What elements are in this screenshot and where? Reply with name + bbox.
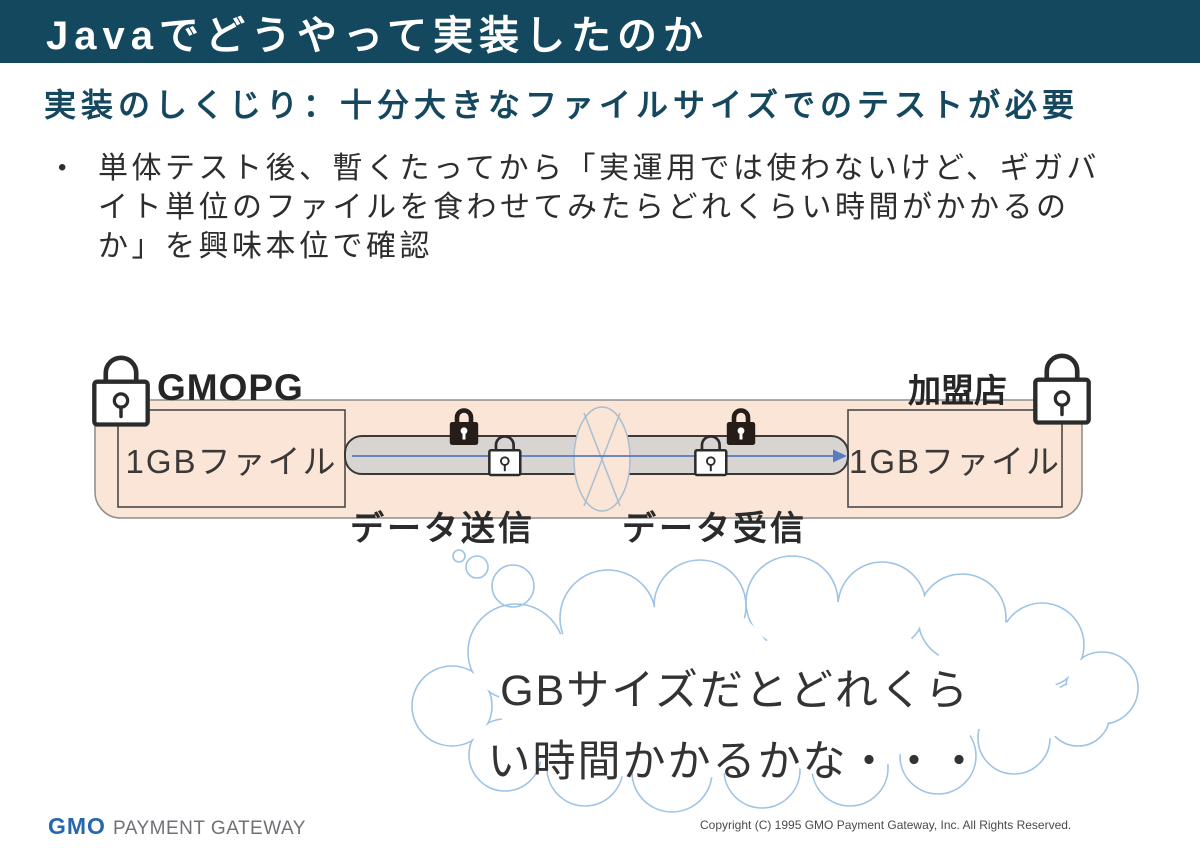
file-label-right: 1GBファイル — [848, 442, 1062, 480]
thought-line-1: GBサイズだとどれくら — [500, 667, 970, 715]
bullet-item: • 単体テスト後、暫くたってから「実運用では使わないけど、ギガバ イト単位のファ… — [58, 149, 1163, 266]
subtitle: 実装のしくじり：十分大きなファイルサイズでのテストが必要 — [44, 87, 1080, 123]
title-bar: Javaでどうやって実装したのか — [0, 0, 1200, 63]
file-label-left: 1GBファイル — [125, 442, 338, 480]
logo-payment-gateway-text: PAYMENT GATEWAY — [112, 818, 306, 839]
thought-line-2: い時間かかるかな・・・ — [487, 738, 983, 786]
label-kameiten: 加盟店 — [908, 372, 1007, 409]
label-data-send: データ送信 — [350, 510, 535, 548]
thought-text: GBサイズだとどれくら い時間かかるかな・・・ — [455, 656, 1015, 798]
thought-cloud-fill — [413, 557, 1137, 811]
data-flow-arrow — [352, 449, 847, 463]
logo-gmo-text: GMO — [48, 813, 106, 839]
label-gmopg: GMOPG — [157, 367, 304, 408]
copyright-text: Copyright (C) 1995 GMO Payment Gateway, … — [700, 818, 1072, 832]
thought-bubble-trail-icon — [452, 549, 535, 608]
network-ellipse-icon — [573, 406, 631, 512]
page-title: Javaでどうやって実装したのか — [46, 13, 709, 58]
bullet-text: 単体テスト後、暫くたってから「実運用では使わないけど、ギガバ イト単位のファイル… — [98, 152, 1100, 263]
label-data-receive: データ受信 — [622, 510, 807, 548]
bullet-marker-icon: • — [58, 154, 67, 181]
file-box-left — [117, 409, 346, 508]
gmo-payment-gateway-logo: GMO PAYMENT GATEWAY — [48, 813, 306, 840]
